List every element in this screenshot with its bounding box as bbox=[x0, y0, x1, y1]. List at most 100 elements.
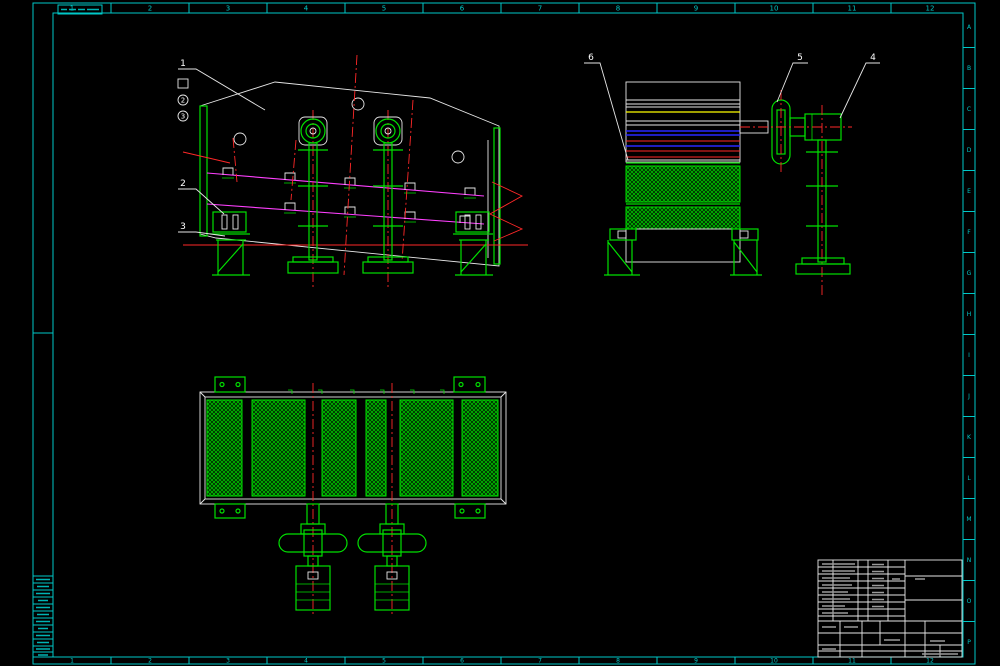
vibrator-housing bbox=[298, 116, 328, 146]
plan-drive-right bbox=[357, 503, 427, 611]
right-zone-letter: L bbox=[967, 475, 971, 482]
mounting-tab bbox=[214, 503, 246, 519]
zone-labels: 112233445566778899101011111212ABCDEFGHIJ… bbox=[70, 3, 975, 665]
center-lines bbox=[232, 54, 414, 290]
bottom-zone-number: 5 bbox=[382, 658, 386, 665]
mounting-tab bbox=[454, 503, 486, 519]
end-view-left-support bbox=[604, 228, 640, 276]
tab-plate bbox=[454, 503, 486, 519]
support-stand bbox=[730, 240, 762, 276]
right-zone-letter: N bbox=[967, 557, 972, 564]
column-foundation bbox=[795, 263, 851, 275]
title-block-grid bbox=[818, 560, 962, 657]
bottom-zone-number: 9 bbox=[694, 658, 698, 665]
flywheel bbox=[357, 533, 427, 553]
balloon-label: 4 bbox=[870, 53, 876, 63]
vibrator-hub bbox=[305, 123, 321, 139]
right-zone-letter: C bbox=[967, 106, 971, 113]
revision-table-rows bbox=[33, 582, 53, 653]
screen-frame-inner bbox=[204, 396, 502, 500]
top-zone-number: 7 bbox=[538, 5, 542, 13]
lower-screen-mesh bbox=[625, 206, 741, 230]
discharge-end-side-plate bbox=[493, 127, 501, 265]
right-zone-letter: B bbox=[967, 65, 971, 72]
right-zone-letter: J bbox=[967, 393, 970, 400]
right-zone-letter: G bbox=[967, 270, 972, 277]
screen-frame-outer bbox=[199, 391, 507, 505]
top-zone-number: 9 bbox=[694, 5, 698, 13]
balloon-label: 1 bbox=[180, 59, 186, 69]
spring bbox=[739, 230, 749, 239]
mounting-tab bbox=[453, 376, 486, 393]
stamp-box bbox=[57, 4, 103, 15]
plan-drive-left bbox=[278, 503, 348, 611]
spring bbox=[464, 214, 471, 230]
drive-motor bbox=[374, 565, 410, 611]
bolt-hole bbox=[458, 381, 464, 388]
vibrator-hub bbox=[380, 123, 396, 139]
right-zone-letter: M bbox=[966, 516, 971, 523]
end-view-right-support bbox=[730, 228, 762, 276]
outer-border bbox=[32, 2, 976, 665]
vibrator-shaft bbox=[309, 127, 317, 135]
top-zone-number: 12 bbox=[926, 5, 935, 13]
support-stand bbox=[453, 233, 493, 276]
bolt-hole bbox=[459, 508, 465, 514]
motor-terminal-box bbox=[307, 571, 319, 580]
mark-box bbox=[177, 78, 189, 89]
feed-end-support bbox=[210, 211, 250, 276]
column-crossbars bbox=[806, 151, 838, 227]
right-zone-letter: O bbox=[967, 598, 972, 605]
inspection-hole bbox=[451, 150, 465, 164]
circled-mark bbox=[177, 110, 189, 122]
feed-end-side-plate bbox=[199, 105, 208, 237]
bottom-zone-number: 8 bbox=[616, 658, 620, 665]
drive-motor bbox=[295, 565, 331, 611]
support-stand bbox=[604, 240, 640, 276]
spring bbox=[221, 214, 228, 230]
top-edge-clamps bbox=[288, 389, 445, 394]
bolt-hole bbox=[235, 508, 241, 514]
bolt-hole bbox=[235, 381, 241, 388]
screen-panel bbox=[251, 399, 306, 497]
right-zone-letter: E bbox=[967, 188, 971, 195]
revision-table-text-marks bbox=[36, 578, 50, 656]
frame-corner-lines bbox=[199, 391, 507, 505]
right-zone-letter: D bbox=[967, 147, 972, 154]
upper-screen-mesh bbox=[625, 165, 741, 203]
side-elevation-view: 1 2 3 2 3 bbox=[177, 54, 528, 290]
screen-panel bbox=[461, 399, 499, 497]
bottom-zone-number: 1 bbox=[70, 658, 74, 665]
circled-mark-label: 2 bbox=[181, 97, 185, 105]
balloon-label: 3 bbox=[180, 222, 186, 232]
vibrator-column bbox=[308, 142, 318, 261]
title-block bbox=[817, 559, 963, 658]
bottom-zone-number: 10 bbox=[770, 658, 778, 665]
bolt-hole bbox=[475, 508, 481, 514]
column-crossbars bbox=[373, 149, 403, 227]
vibrator-motor-left bbox=[287, 116, 339, 274]
support-stand bbox=[210, 233, 250, 276]
box-top-lines bbox=[626, 99, 740, 161]
side-view-balloons: 1 2 3 2 3 bbox=[177, 59, 266, 237]
column-foundation bbox=[362, 261, 414, 274]
column-foundation bbox=[287, 261, 339, 274]
plan-view bbox=[199, 376, 507, 615]
spring-seat bbox=[731, 228, 759, 241]
revision-table-box bbox=[32, 575, 54, 658]
balloon-leader bbox=[839, 62, 880, 119]
drawing-number-stamp bbox=[57, 4, 103, 15]
spring bbox=[475, 214, 482, 230]
bottom-zone-number: 7 bbox=[538, 658, 542, 665]
end-view-balloons: 6 5 4 bbox=[584, 53, 880, 161]
bottom-zone-number: 4 bbox=[304, 658, 308, 665]
balloon-leader bbox=[776, 62, 808, 103]
deck-lines bbox=[626, 130, 740, 147]
screen-panel bbox=[399, 399, 454, 497]
bolt-hole bbox=[219, 381, 225, 388]
top-zone-number: 10 bbox=[770, 5, 779, 13]
discharge-end-support bbox=[453, 211, 493, 276]
column-crossbars bbox=[298, 149, 328, 227]
right-zone-letter: A bbox=[967, 24, 972, 31]
balloon-leader bbox=[178, 231, 226, 237]
